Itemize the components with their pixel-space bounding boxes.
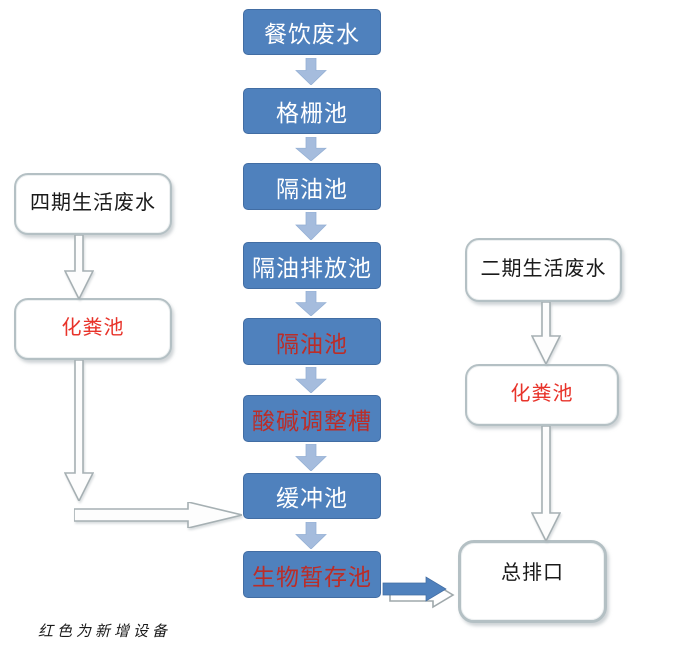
arrow-down-icon-4 xyxy=(295,291,327,316)
node-geshan-chi: 格栅池 xyxy=(243,88,381,134)
node-huafen-chi-left: 化粪池 xyxy=(14,298,172,360)
node-geyou-chi: 隔油池 xyxy=(243,163,381,210)
arrow-down-icon-6 xyxy=(295,444,327,471)
node-huanchong-chi: 缓冲池 xyxy=(243,473,381,519)
node-zong-paikou: 总排口 xyxy=(458,540,607,623)
node-geyou-chi-new: 隔油池 xyxy=(243,318,381,365)
arrow-down-icon-2 xyxy=(295,137,327,161)
arrow-down-icon-1 xyxy=(295,58,327,85)
legend-note: 红色为新增设备 xyxy=(38,622,172,640)
node-siqi-shenghuo-feishui: 四期生活废水 xyxy=(14,173,172,235)
node-geyou-paifang-chi: 隔油排放池 xyxy=(243,242,381,289)
arrow-down-icon-7 xyxy=(295,522,327,549)
node-erqi-shenghuo-feishui: 二期生活废水 xyxy=(465,238,622,302)
node-huafen-chi-right: 化粪池 xyxy=(465,364,619,426)
hollow-arrow-down-left-2 xyxy=(64,360,94,501)
arrow-down-icon-3 xyxy=(295,212,327,240)
node-suanjian-tiaozheng-cao: 酸碱调整槽 xyxy=(243,395,381,442)
node-shengwu-zancun-chi: 生物暂存池 xyxy=(243,551,381,598)
hollow-arrow-down-left-1 xyxy=(64,235,94,299)
blue-arrow-right-to-zongpaikou xyxy=(382,576,455,609)
node-canyin-feishui: 餐饮废水 xyxy=(243,9,381,55)
hollow-arrow-down-right-1 xyxy=(531,302,561,364)
hollow-arrow-right-to-huanchongchi xyxy=(74,502,242,528)
hollow-arrow-down-right-2 xyxy=(531,426,561,541)
arrow-down-icon-5 xyxy=(295,367,327,393)
